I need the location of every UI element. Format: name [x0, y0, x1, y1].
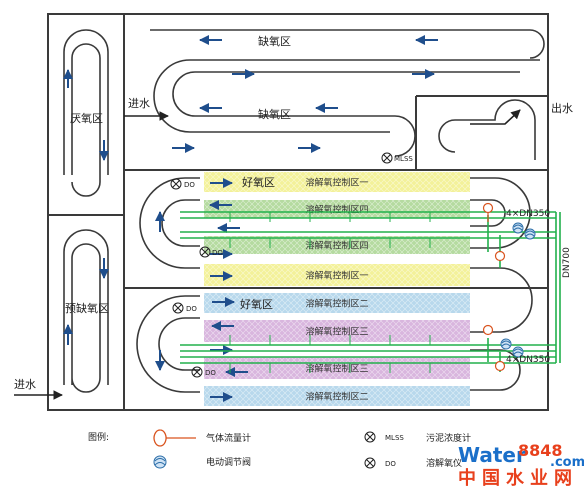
zone-hatch [204, 172, 470, 192]
pre-anoxic-flow-arrows [63, 258, 109, 345]
do-sensor-label-3: DO [186, 305, 197, 313]
legend-title: 图例: [88, 431, 109, 443]
mlss-sensor-icon [381, 152, 393, 164]
zone-hatch [204, 293, 470, 313]
zone-label: 溶解氧控制区三 [305, 326, 368, 338]
legend-do-label: 溶解氧仪 [426, 457, 462, 469]
aerobic-region-label-2: 好氧区 [240, 297, 273, 311]
outlet-label: 出水 [551, 101, 573, 115]
outlet-chamber [438, 99, 536, 160]
watermark-suffix: .com [550, 455, 584, 470]
zone-label: 溶解氧控制区二 [305, 298, 368, 310]
zone-label: 溶解氧控制区三 [305, 363, 368, 375]
zone-label: 溶解氧控制区四 [305, 204, 368, 216]
zone-label: 溶解氧控制区一 [305, 270, 368, 282]
do-control-zone: 溶解氧控制区一 [204, 264, 470, 286]
valve-icon [153, 455, 167, 469]
zone-hatch [204, 264, 470, 286]
legend-mlss-symbol: MLSS [385, 434, 404, 442]
do-control-zone: 溶解氧控制区一 [204, 172, 470, 192]
zone-hatch [204, 386, 470, 406]
inlet-label-bottom: 进水 [14, 378, 36, 391]
flowmeter-icon [153, 429, 196, 447]
electric-valve-icon [500, 222, 536, 358]
aerobic-region-label-1: 好氧区 [242, 175, 275, 189]
zone-label: 溶解氧控制区四 [305, 240, 368, 252]
do-sensor-label-1: DO [184, 181, 195, 189]
pre-anoxic-region-label: 预缺氧区 [65, 301, 109, 315]
zone-label: 溶解氧控制区一 [305, 177, 368, 189]
anaerobic-flow-arrows [63, 69, 109, 161]
inlet-label-mid: 进水 [128, 97, 150, 110]
outlet-flow-arrow [470, 109, 521, 125]
legend-flowmeter-label: 气体流量计 [206, 432, 251, 444]
mlss-sensor-label: MLSS [394, 155, 413, 163]
aeration-piping [180, 211, 561, 372]
do-sensor-icon [170, 178, 211, 378]
watermark-brand: Water [458, 443, 526, 467]
do-legend-icon [364, 457, 376, 469]
watermark-chinese: 中国水业网 [458, 467, 578, 489]
mlss-legend-icon [364, 431, 376, 443]
aerobic-baffle-upper [139, 177, 531, 269]
legend-do-symbol: DO [385, 460, 396, 468]
pipe-header-label-bottom: 4×DN350 [506, 355, 550, 365]
anoxic-baffle [150, 29, 545, 157]
do-sensor-label-2: DO [212, 249, 223, 257]
anoxic-region-label-top: 缺氧区 [258, 34, 291, 48]
anaerobic-region-label: 厌氧区 [70, 111, 103, 125]
diffuser-ticks [229, 212, 431, 373]
anoxic-region-label-mid: 缺氧区 [258, 107, 291, 121]
legend: 图例: 气体流量计 电动调节阀 MLSS 污泥浓度计 DO 溶解氧仪 [88, 429, 471, 469]
watermark-logo: Water 8848 .com 中国水业网 [458, 441, 584, 489]
pre-anoxic-baffle [63, 229, 109, 393]
legend-mlss-label: 污泥浓度计 [426, 432, 471, 444]
do-control-zone: 溶解氧控制区二 [204, 293, 470, 313]
anaerobic-baffle [63, 29, 109, 197]
zone-label: 溶解氧控制区二 [305, 391, 368, 403]
legend-valve-label: 电动调节阀 [206, 456, 251, 468]
pipe-header-label-top: 4×DN350 [506, 209, 550, 219]
watermark-number: 8848 [518, 441, 563, 460]
anoxic-flow-arrows [172, 35, 438, 153]
do-sensor-label-4: DO [205, 369, 216, 377]
flowmeter-icon [482, 202, 506, 372]
pipe-main-label: DN700 [562, 247, 572, 278]
do-control-zone: 溶解氧控制区二 [204, 386, 470, 406]
